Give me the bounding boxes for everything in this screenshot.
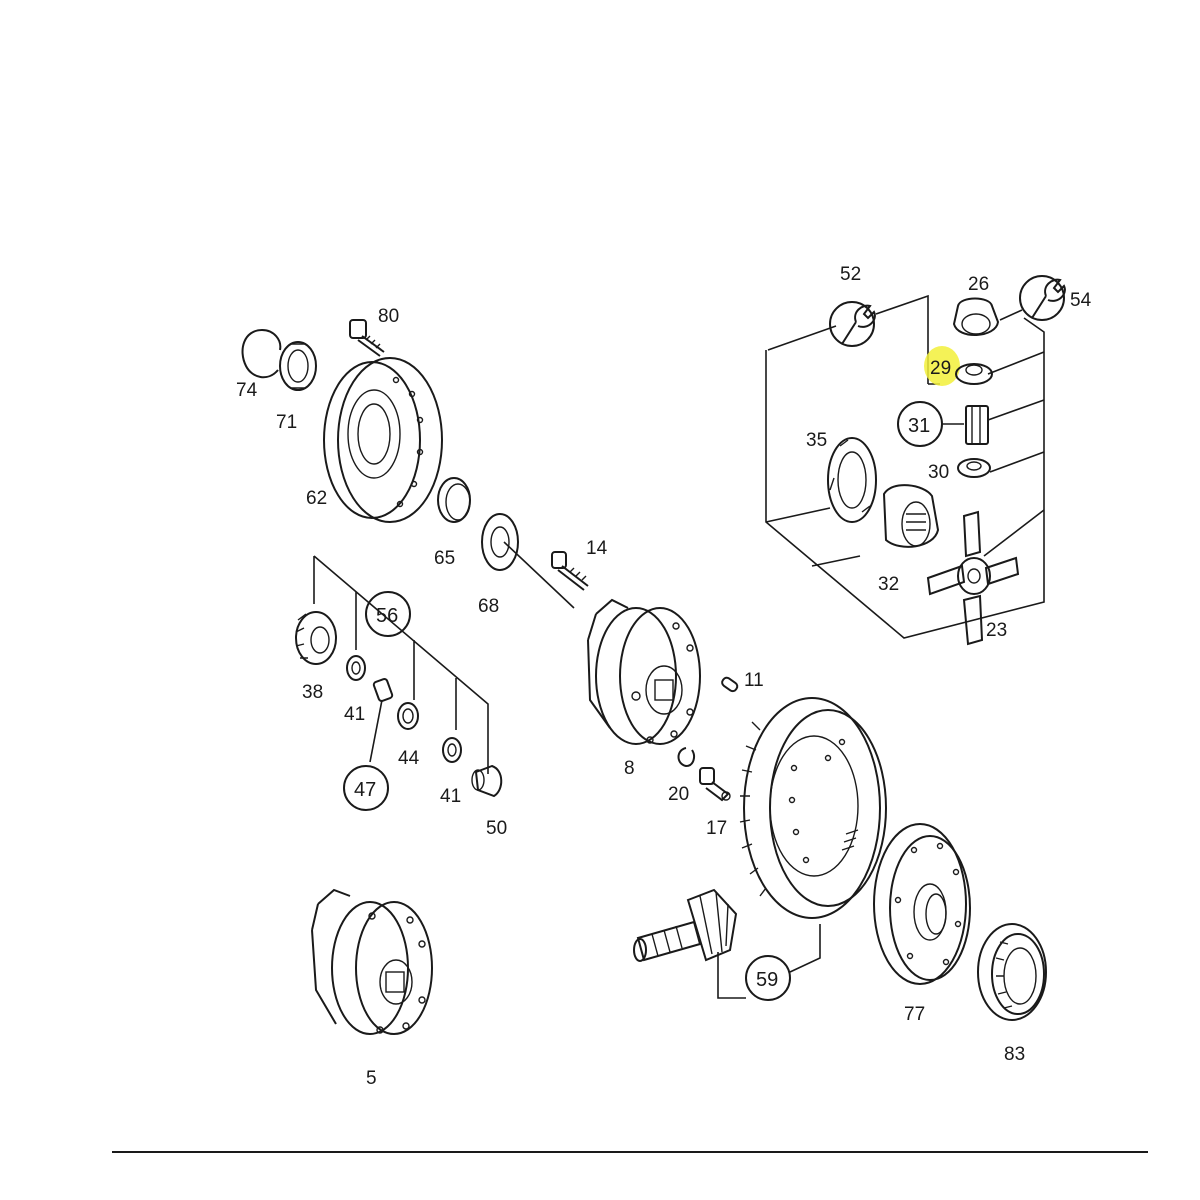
part-23-differential-spider[interactable] <box>926 510 1020 646</box>
part-31-spacer-block[interactable] <box>965 405 989 445</box>
part-label-77: 77 <box>904 1004 925 1025</box>
part-label-17: 17 <box>706 818 727 839</box>
part-label-38: 38 <box>302 682 323 703</box>
part-47-pin[interactable] <box>372 678 394 702</box>
tool-callout-52 <box>829 301 875 347</box>
part-label-83: 83 <box>1004 1044 1025 1065</box>
part-71-ring[interactable] <box>279 341 317 391</box>
part-label-74: 74 <box>236 380 258 401</box>
part-label-68: 68 <box>478 596 499 617</box>
part-label-26: 26 <box>968 274 989 295</box>
part-41-washer-b[interactable] <box>442 737 462 763</box>
part-59-leader-lines <box>717 924 821 999</box>
part-32-side-gear[interactable] <box>882 484 940 548</box>
part-label-41-b: 41 <box>440 786 461 807</box>
part-41-washer-a[interactable] <box>346 655 366 681</box>
part-label-50: 50 <box>486 818 507 839</box>
part-74-snap-ring[interactable] <box>241 329 282 379</box>
part-label-56: 56 <box>376 605 398 627</box>
part-80-bolt[interactable] <box>349 319 385 357</box>
part-label-71: 71 <box>276 412 297 433</box>
part-17-bolt[interactable] <box>699 767 731 802</box>
part-5-differential-assembly[interactable] <box>311 888 433 1035</box>
wrench-icon <box>841 304 876 345</box>
part-ring-gear[interactable] <box>739 697 887 919</box>
part-26-side-gear[interactable] <box>952 297 1000 337</box>
part-30-washer[interactable] <box>957 458 991 478</box>
part-label-29: 29 <box>930 358 951 379</box>
part-label-47: 47 <box>354 779 376 801</box>
part-77-flange[interactable] <box>873 823 971 985</box>
part-label-31: 31 <box>908 415 930 437</box>
part-label-11: 11 <box>744 670 764 691</box>
part-label-23: 23 <box>986 620 1007 641</box>
part-label-32: 32 <box>878 574 899 595</box>
group-56-leader-lines <box>313 555 489 774</box>
part-38-gear[interactable] <box>295 611 337 665</box>
part-8-differential-carrier[interactable] <box>587 598 701 745</box>
part-35-friction-plate[interactable] <box>827 437 877 523</box>
part-label-5: 5 <box>366 1068 377 1089</box>
part-label-35: 35 <box>806 430 827 451</box>
part-label-65: 65 <box>434 548 455 569</box>
part-44-ring[interactable] <box>397 702 419 730</box>
part-label-20: 20 <box>668 784 689 805</box>
part-83-bearing[interactable] <box>977 923 1047 1021</box>
part-65-sleeve[interactable] <box>437 477 471 523</box>
part-label-41-a: 41 <box>344 704 365 725</box>
part-label-80: 80 <box>378 306 399 327</box>
kit-frame-lines <box>765 294 1045 639</box>
part-11-pin[interactable] <box>721 676 739 693</box>
part-label-54: 54 <box>1070 290 1092 311</box>
tool-callout-54 <box>1019 275 1065 321</box>
part-29-thrust-washer[interactable] <box>955 363 993 385</box>
part-label-59: 59 <box>756 969 778 991</box>
group-56-callout <box>365 591 411 637</box>
part-20-circlip[interactable] <box>677 747 695 768</box>
part-label-30: 30 <box>928 462 949 483</box>
part-59-callout <box>745 955 791 1001</box>
wrench-icon <box>1031 278 1066 319</box>
part-label-52: 52 <box>840 264 861 285</box>
part-label-44: 44 <box>398 748 420 769</box>
highlight-marker <box>924 346 960 386</box>
kit-leader-lines <box>983 309 1045 557</box>
part-label-62: 62 <box>306 488 327 509</box>
part-47-callout <box>343 765 389 811</box>
part-label-8: 8 <box>624 758 635 779</box>
part-label-14: 14 <box>586 538 608 559</box>
part-14-bolt[interactable] <box>551 551 589 591</box>
assembly-axis-line <box>503 541 575 609</box>
part-68-washer[interactable] <box>481 513 519 571</box>
part-50-cap[interactable] <box>471 764 503 798</box>
part-62-housing[interactable] <box>323 357 443 523</box>
part-pinion-shaft[interactable] <box>633 888 738 962</box>
part-47-leader <box>369 699 383 763</box>
